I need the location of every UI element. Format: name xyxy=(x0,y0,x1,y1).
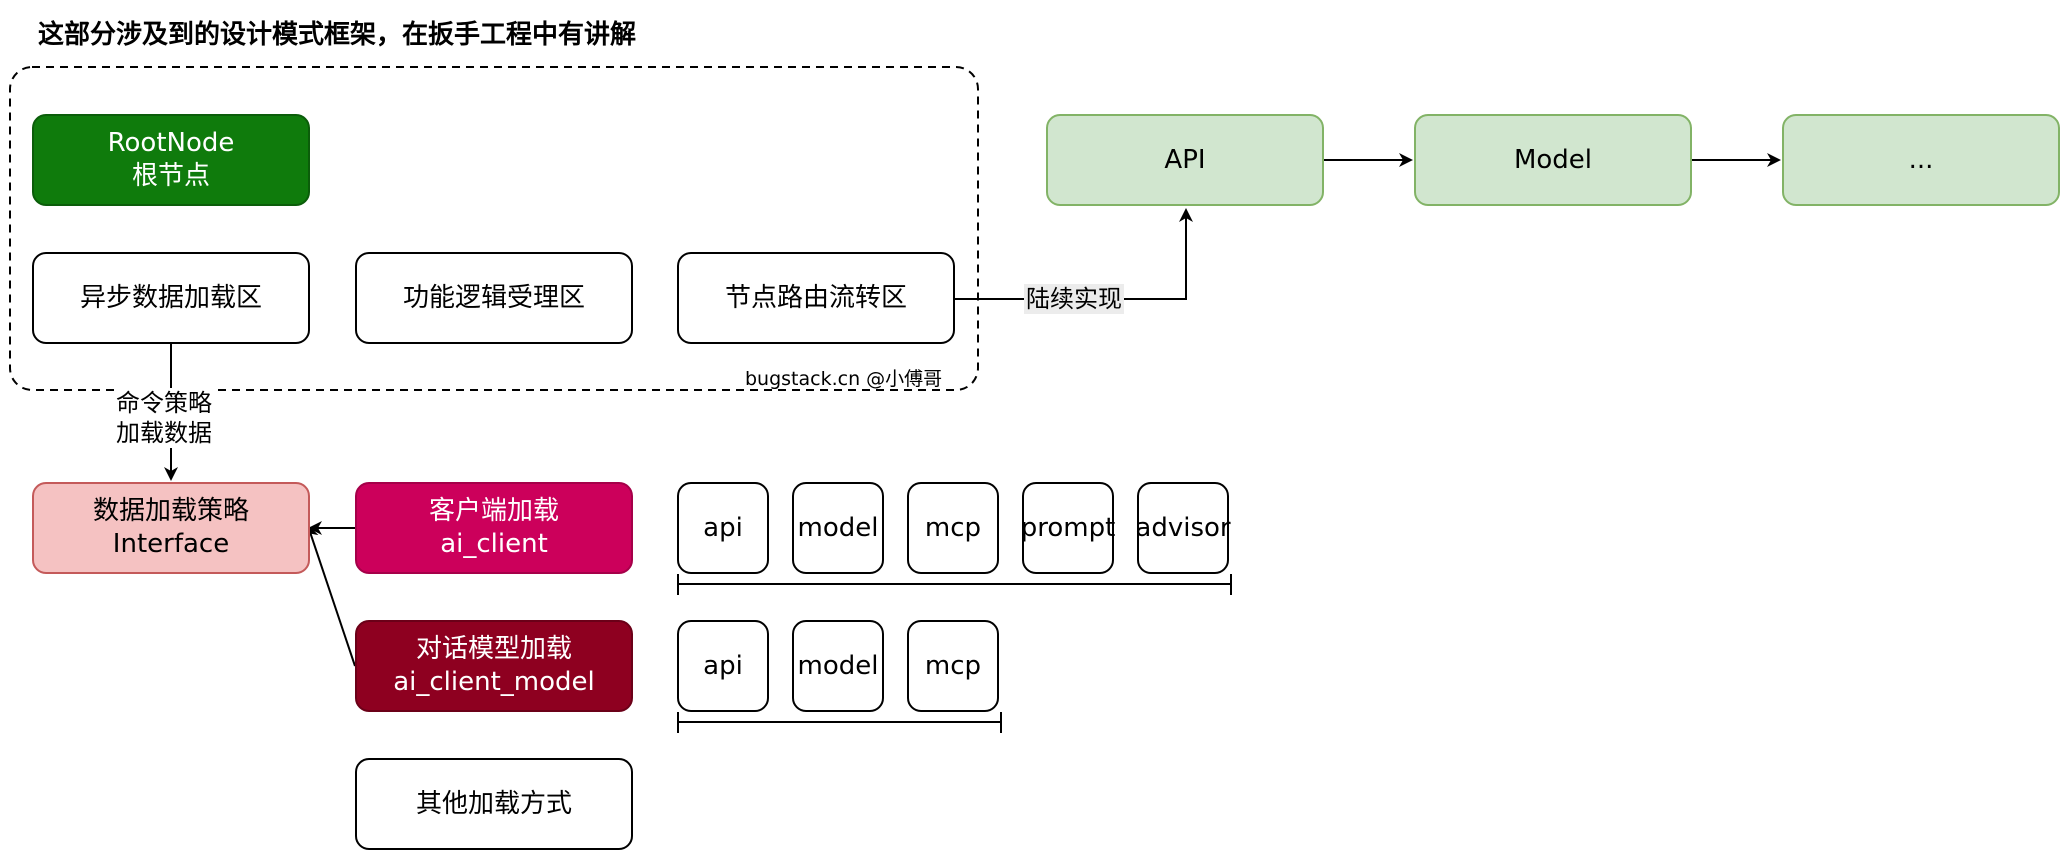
client-component-model-label: model xyxy=(797,512,879,543)
logic-handling-zone[interactable]: 功能逻辑受理区 xyxy=(355,252,633,344)
model-components-bracket xyxy=(677,712,1002,733)
client-component-advisor[interactable]: advisor xyxy=(1135,482,1231,574)
client-component-mcp-label: mcp xyxy=(924,512,982,543)
strategy-interface-title: 数据加载策略 xyxy=(92,496,249,526)
ai-client-loader-title: 客户端加载 xyxy=(428,496,559,526)
model-component-api-label: api xyxy=(703,650,743,681)
node-routing-zone[interactable]: 节点路由流转区 xyxy=(677,252,955,344)
ai-client-loader-name: ai_client xyxy=(440,529,548,559)
ai-client-model-loader[interactable]: 对话模型加载 ai_client_model xyxy=(355,620,633,712)
logic-handling-zone-label: 功能逻辑受理区 xyxy=(402,282,585,313)
flow-node-model[interactable]: Model xyxy=(1414,114,1692,206)
client-components-bracket xyxy=(677,574,1232,595)
command-edge-label-line2: 加载数据 xyxy=(116,419,212,447)
other-loader[interactable]: 其他加载方式 xyxy=(355,758,633,850)
signature-text: bugstack.cn @小傅哥 xyxy=(745,368,943,390)
node-routing-zone-label: 节点路由流转区 xyxy=(724,282,907,313)
flow-node-api[interactable]: API xyxy=(1046,114,1324,206)
root-node[interactable]: RootNode 根节点 xyxy=(32,114,310,206)
model-component-api[interactable]: api xyxy=(677,620,769,712)
design-pattern-group-border xyxy=(9,66,979,391)
ai-client-model-loader-title: 对话模型加载 xyxy=(415,634,572,664)
data-loading-strategy-interface[interactable]: 数据加载策略 Interface xyxy=(32,482,310,574)
model-component-model[interactable]: model xyxy=(792,620,884,712)
model-component-mcp-label: mcp xyxy=(924,650,982,681)
client-component-api[interactable]: api xyxy=(677,482,769,574)
async-data-loading-zone[interactable]: 异步数据加载区 xyxy=(32,252,310,344)
root-node-name: RootNode xyxy=(107,128,235,158)
flow-node-more[interactable]: ... xyxy=(1782,114,2060,206)
flow-edge-label: 陆续实现 xyxy=(1024,284,1124,314)
client-component-api-label: api xyxy=(703,512,743,543)
ai-client-model-loader-name: ai_client_model xyxy=(393,667,595,697)
command-edge-label-line1: 命令策略 xyxy=(116,389,212,417)
client-component-prompt[interactable]: prompt xyxy=(1020,482,1116,574)
client-component-model[interactable]: model xyxy=(792,482,884,574)
other-loader-label: 其他加载方式 xyxy=(415,788,572,819)
client-component-prompt-label: prompt xyxy=(1020,512,1116,543)
flow-edge-label-text: 陆续实现 xyxy=(1024,284,1124,314)
flow-node-api-label: API xyxy=(1164,144,1206,175)
ai-client-model-to-interface-edge xyxy=(305,524,356,667)
client-component-advisor-label: advisor xyxy=(1135,512,1231,543)
command-edge-label: 命令策略 加载数据 xyxy=(116,388,212,448)
flow-node-more-label: ... xyxy=(1908,144,1934,175)
client-component-mcp[interactable]: mcp xyxy=(907,482,999,574)
flow-node-model-label: Model xyxy=(1513,144,1593,175)
ai-client-loader[interactable]: 客户端加载 ai_client xyxy=(355,482,633,574)
model-component-model-label: model xyxy=(797,650,879,681)
strategy-interface-subtitle: Interface xyxy=(112,529,230,559)
model-component-mcp[interactable]: mcp xyxy=(907,620,999,712)
root-node-caption: 根节点 xyxy=(131,161,210,191)
page-title: 这部分涉及到的设计模式框架，在扳手工程中有讲解 xyxy=(38,20,637,50)
async-data-loading-zone-label: 异步数据加载区 xyxy=(79,282,262,313)
